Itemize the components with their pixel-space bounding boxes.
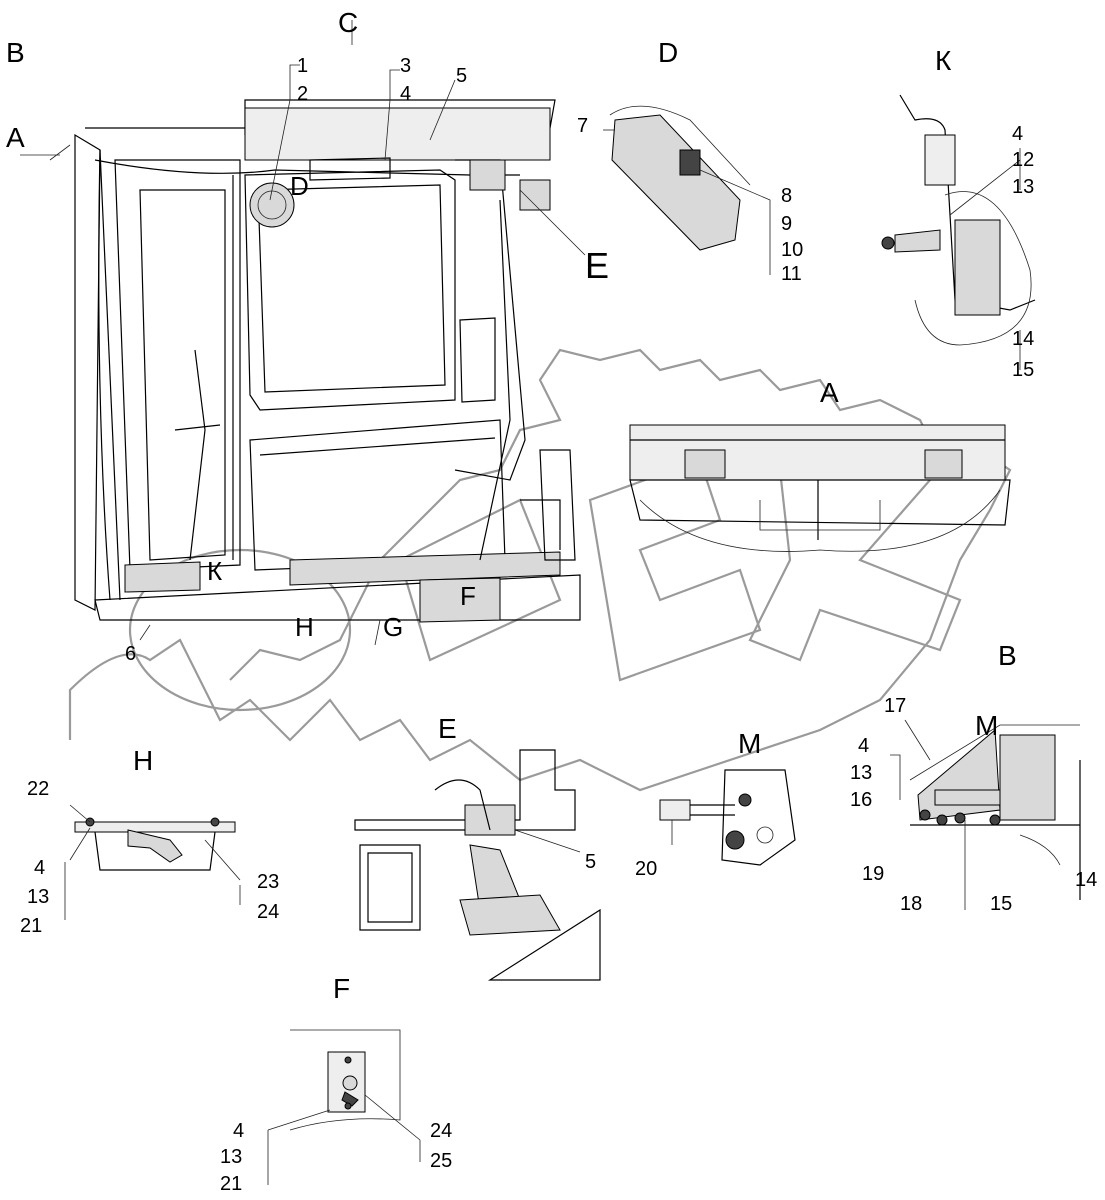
callout-b-13: 13 [850,762,872,784]
view-d-title: D [658,37,678,68]
callout-e-5: 5 [585,851,596,873]
callout-23: 23 [257,871,279,893]
callout-f-21: 21 [220,1173,242,1195]
callout-k-15: 15 [1012,359,1034,381]
callout-f-4: 4 [233,1120,244,1142]
callout-f-24: 24 [430,1120,452,1142]
cab-main-view [20,20,586,646]
callout-10: 10 [781,239,803,261]
view-m-letter-in-b: M [975,710,998,741]
callout-b-14: 14 [1075,869,1097,891]
view-letter-c: C [338,7,358,38]
callout-8: 8 [781,185,792,207]
callout-22: 22 [27,778,49,800]
callout-k-13: 13 [1012,176,1034,198]
view-k-drawing [881,94,1036,370]
view-letter-g: G [383,612,403,642]
view-m-drawing [659,769,796,866]
view-h-drawing [64,804,241,920]
view-letter-f: F [460,581,476,611]
callout-7: 7 [577,115,588,137]
callout-6: 6 [125,643,136,665]
callout-17: 17 [884,695,906,717]
callout-12: 12 [1012,149,1034,171]
callout-k-14: 14 [1012,328,1034,350]
callout-9: 9 [781,213,792,235]
view-d-drawing [603,105,771,275]
view-a-title: A [820,377,839,408]
view-e-title: E [438,713,457,744]
callout-21: 21 [20,915,42,937]
callout-b-4: 4 [858,735,869,757]
callout-h-13: 13 [27,886,49,908]
callout-3: 3 [400,55,411,77]
callout-4: 4 [400,83,411,105]
view-b-title: B [998,640,1017,671]
callout-20: 20 [635,858,657,880]
callout-f-13: 13 [220,1146,242,1168]
callout-16: 16 [850,789,872,811]
callout-19: 19 [862,863,884,885]
view-letter-d: D [290,171,309,201]
view-f-title: F [333,973,350,1004]
callout-11: 11 [781,263,802,285]
view-m-title: M [738,728,761,759]
view-letter-e: E [585,245,609,286]
view-k-title: К [935,45,952,76]
callout-b-15: 15 [990,893,1012,915]
view-e-drawing [354,749,601,981]
callout-h-4: 4 [34,857,45,879]
view-a-drawing [629,424,1011,552]
view-b-drawing [890,719,1081,910]
callout-k-4: 4 [1012,123,1023,145]
callout-5: 5 [456,65,467,87]
callout-h-24: 24 [257,901,279,923]
callout-18: 18 [900,893,922,915]
view-letter-a: A [6,122,25,153]
view-h-title: H [133,745,153,776]
callout-2: 2 [297,83,308,105]
view-letter-k: К [207,556,222,586]
callout-25: 25 [430,1150,452,1172]
view-f-drawing [267,1029,421,1185]
callout-1: 1 [297,55,308,77]
view-letter-b: B [6,37,25,68]
view-letter-h: H [295,612,314,642]
